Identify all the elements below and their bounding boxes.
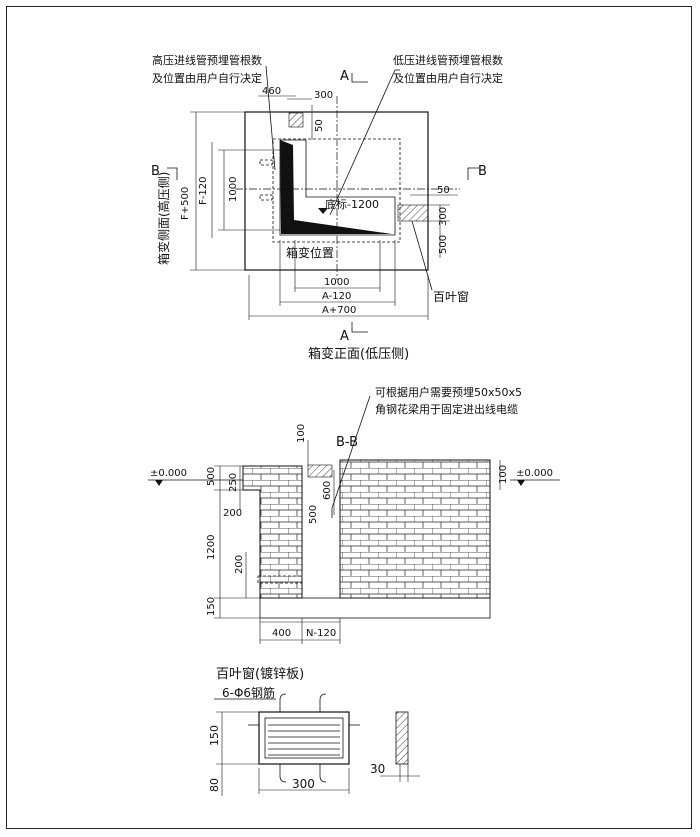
section-view: 可根据用户需要预埋50x50x5 角钢花梁用于固定进出线电缆 B-B ±0.00… [148,385,560,644]
angle-steel [307,464,333,478]
dim-1000-horizontal: 1000 [324,277,349,288]
dim-1200: 1200 [206,535,217,560]
dim-250: 250 [228,473,239,492]
section-mark-a-bottom: A [340,329,349,344]
dim-150: 150 [206,597,217,616]
side-label: 箱变侧面(高压侧) [156,172,171,265]
louver-opening [397,204,429,222]
louver-dim-30: 30 [370,762,385,776]
level-left: ±0.000 [150,468,187,479]
louver-side-view [395,711,409,765]
section-note-line2: 角钢花梁用于固定进出线电缆 [375,402,518,416]
hv-note-line1: 高压进线管预埋管根数 [152,53,262,67]
plan-view: 高压进线管预埋管根数 及位置由用户自行决定 低压进线管预埋管根数 及位置由用户自… [151,53,503,362]
section-note-line1: 可根据用户需要预埋50x50x5 [375,385,522,399]
dim-300-top: 300 [314,90,333,101]
plan-outer-rect [244,111,429,271]
dim-200-b: 200 [234,555,245,574]
dim-500-inner: 500 [308,505,319,524]
left-brick-wall [242,465,303,599]
louver-frame-inner [264,717,344,759]
louver-label: 百叶窗 [433,290,469,304]
louver-title: 百叶窗(镀锌板) [216,666,304,682]
dim-100-top: 100 [296,424,307,443]
rebar-label: 6-Φ6钢筋 [222,685,275,700]
dim-460: 460 [262,86,281,97]
dim-50-top: 50 [314,119,325,132]
hv-duct-hatch [288,112,304,128]
dim-f120: F-120 [198,177,209,205]
louver-dim-300: 300 [292,777,315,791]
louver-dim-150: 150 [208,725,221,746]
drawing-frame [6,6,692,829]
dim-600: 600 [322,481,333,500]
dim-500-right: 500 [438,235,449,254]
level-right: ±0.000 [516,468,553,479]
dim-200-a: 200 [223,508,242,519]
dim-a700: A+700 [322,305,356,316]
hv-note-line2: 及位置由用户自行决定 [152,71,262,85]
right-brick-wall [339,459,491,599]
dim-f500: F+500 [180,187,191,220]
dim-a120: A-120 [322,291,351,302]
floor-level-label: 底标-1200 [325,197,379,211]
lv-note-line2: 及位置由用户自行决定 [393,71,503,85]
louver-dim-80: 80 [208,778,221,792]
box-position-label: 箱变位置 [286,245,334,260]
front-label: 箱变正面(低压侧) [308,346,409,362]
louver-frame-outer [258,711,350,765]
section-mark-b-left: B [151,164,160,179]
lv-note-line1: 低压进线管预埋管根数 [393,53,503,67]
pit-slope-fill [280,140,392,234]
section-mark-b-right: B [478,164,487,179]
dim-500-left: 500 [206,467,217,486]
dim-100-right: 100 [498,465,509,484]
dim-300-right: 300 [438,207,449,226]
section-title: B-B [336,435,358,450]
section-mark-a-top: A [340,69,349,84]
dim-400: 400 [272,628,291,639]
dim-50-right: 50 [437,185,450,196]
louver-detail: 百叶窗(镀锌板) 6-Φ6钢筋 150 80 300 30 [208,666,420,796]
dim-1000-vertical: 1000 [228,177,239,202]
dim-n120: N-120 [306,628,336,639]
